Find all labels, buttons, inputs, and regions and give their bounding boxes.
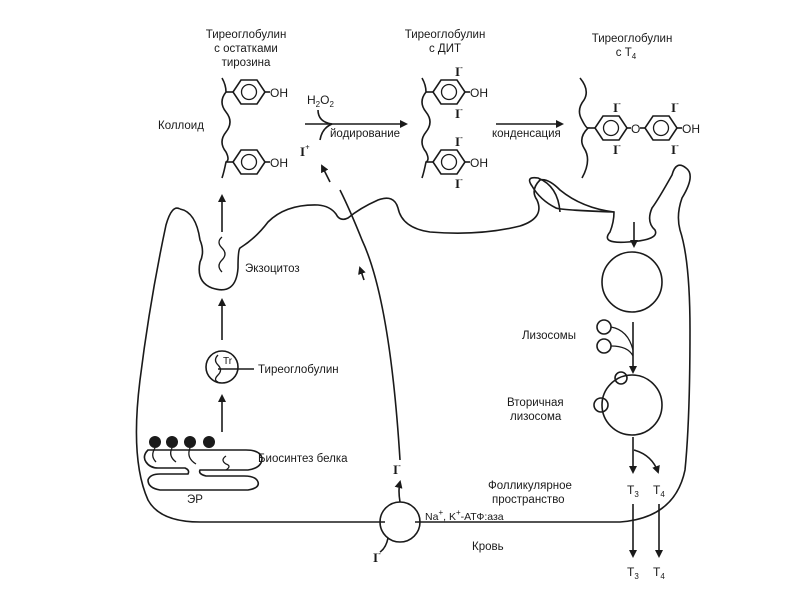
endoplasmic-reticulum <box>143 436 263 491</box>
benzene-ring-icon <box>644 115 678 141</box>
svg-text:Тиреоглобулин: Тиреоглобулин <box>592 33 673 45</box>
molecule-t4: O OH I- I- I- I- <box>578 77 700 179</box>
svg-text:OH: OH <box>470 156 488 170</box>
svg-text:I-: I- <box>613 141 621 157</box>
benzene-ring-icon <box>232 79 266 105</box>
svg-text:T3: T3 <box>627 483 639 499</box>
label-tg-t4: Тиреоглобулин с Т4 <box>592 33 673 61</box>
benzene-ring-icon <box>232 149 266 175</box>
svg-text:Тиреоглобулин: Тиреоглобулин <box>258 364 339 376</box>
svg-text:I-: I- <box>373 549 381 565</box>
svg-text:I-: I- <box>671 99 679 115</box>
svg-text:I-: I- <box>393 461 401 477</box>
label-tg-tyrosine: Тиреоглобулин с остатками тирозина <box>206 29 287 69</box>
benzene-ring-icon <box>432 79 466 105</box>
svg-text:ЭР: ЭР <box>187 494 203 506</box>
svg-text:OH: OH <box>682 122 700 136</box>
svg-text:T4: T4 <box>653 565 665 581</box>
benzene-ring-icon <box>594 115 628 141</box>
svg-text:I-: I- <box>455 175 463 191</box>
svg-text:I-: I- <box>613 99 621 115</box>
svg-text:Лизосомы: Лизосомы <box>522 330 576 342</box>
label-tg-dit: Тиреоглобулин с ДИТ <box>405 29 486 55</box>
label-colloid: Коллоид <box>158 120 204 132</box>
svg-text:OH: OH <box>270 86 288 100</box>
svg-text:Тиреоглобулин: Тиреоглобулин <box>206 29 287 41</box>
svg-text:лизосома: лизосома <box>510 411 562 423</box>
lysosome-icon <box>596 338 612 354</box>
label-follicular-space: Фолликулярное пространство <box>488 480 572 506</box>
svg-text:O: O <box>631 122 640 136</box>
secondary-lysosome <box>593 371 663 436</box>
svg-text:Фолликулярное: Фолликулярное <box>488 480 572 492</box>
na-k-atpase-pump <box>379 480 421 553</box>
svg-text:йодирование: йодирование <box>330 128 400 140</box>
molecule-dit: OH I- I- OH I- I- <box>421 63 488 191</box>
ribosome-icon <box>149 436 161 448</box>
colloid-droplet <box>601 251 663 313</box>
t4-arrow <box>633 449 660 474</box>
svg-text:Вторичная: Вторичная <box>507 397 564 409</box>
ribosome-icon <box>166 436 178 448</box>
svg-text:T4: T4 <box>653 483 665 499</box>
exocytosis-protein <box>218 236 226 273</box>
svg-text:H2O2: H2O2 <box>307 93 334 109</box>
thyroglobulin-vesicle: Tr <box>205 350 254 384</box>
svg-text:Тиреоглобулин: Тиреоглобулин <box>405 29 486 41</box>
ribosome-icon <box>184 436 196 448</box>
lysosome-icon <box>596 319 612 335</box>
svg-text:тирозина: тирозина <box>222 57 271 69</box>
svg-text:конденсация: конденсация <box>492 128 561 140</box>
svg-text:Tr: Tr <box>223 356 233 367</box>
label-secondary-lysosome: Вторичная лизосома <box>507 397 564 423</box>
apical-membrane <box>179 178 615 291</box>
svg-text:пространство: пространство <box>492 494 565 506</box>
svg-text:Биосинтез белка: Биосинтез белка <box>258 453 348 465</box>
molecule-tyrosine-residues: OH OH <box>221 77 288 179</box>
benzene-ring-icon <box>432 149 466 175</box>
svg-text:I-: I- <box>455 63 463 79</box>
cell-membrane <box>135 164 691 523</box>
svg-text:с Т4: с Т4 <box>616 47 637 61</box>
svg-text:OH: OH <box>470 86 488 100</box>
svg-text:I-: I- <box>455 133 463 149</box>
svg-text:OH: OH <box>270 156 288 170</box>
svg-text:Экзоцитоз: Экзоцитоз <box>245 263 300 275</box>
svg-text:I-: I- <box>455 105 463 121</box>
iodide-transport-arrow <box>339 189 401 461</box>
svg-text:I+: I+ <box>300 143 310 159</box>
svg-text:с остатками: с остатками <box>214 43 278 55</box>
svg-text:I-: I- <box>671 141 679 157</box>
label-blood: Кровь <box>472 541 504 553</box>
condensation-reaction: конденсация <box>492 120 564 140</box>
svg-text:Na+, K+-АТФ:аза: Na+, K+-АТФ:аза <box>425 508 504 523</box>
svg-text:с ДИТ: с ДИТ <box>429 43 461 55</box>
iodination-reaction: H2O2 йодирование I+ <box>300 93 408 159</box>
protein-backbone <box>221 77 231 179</box>
svg-text:T3: T3 <box>627 565 639 581</box>
ribosome-icon <box>203 436 215 448</box>
